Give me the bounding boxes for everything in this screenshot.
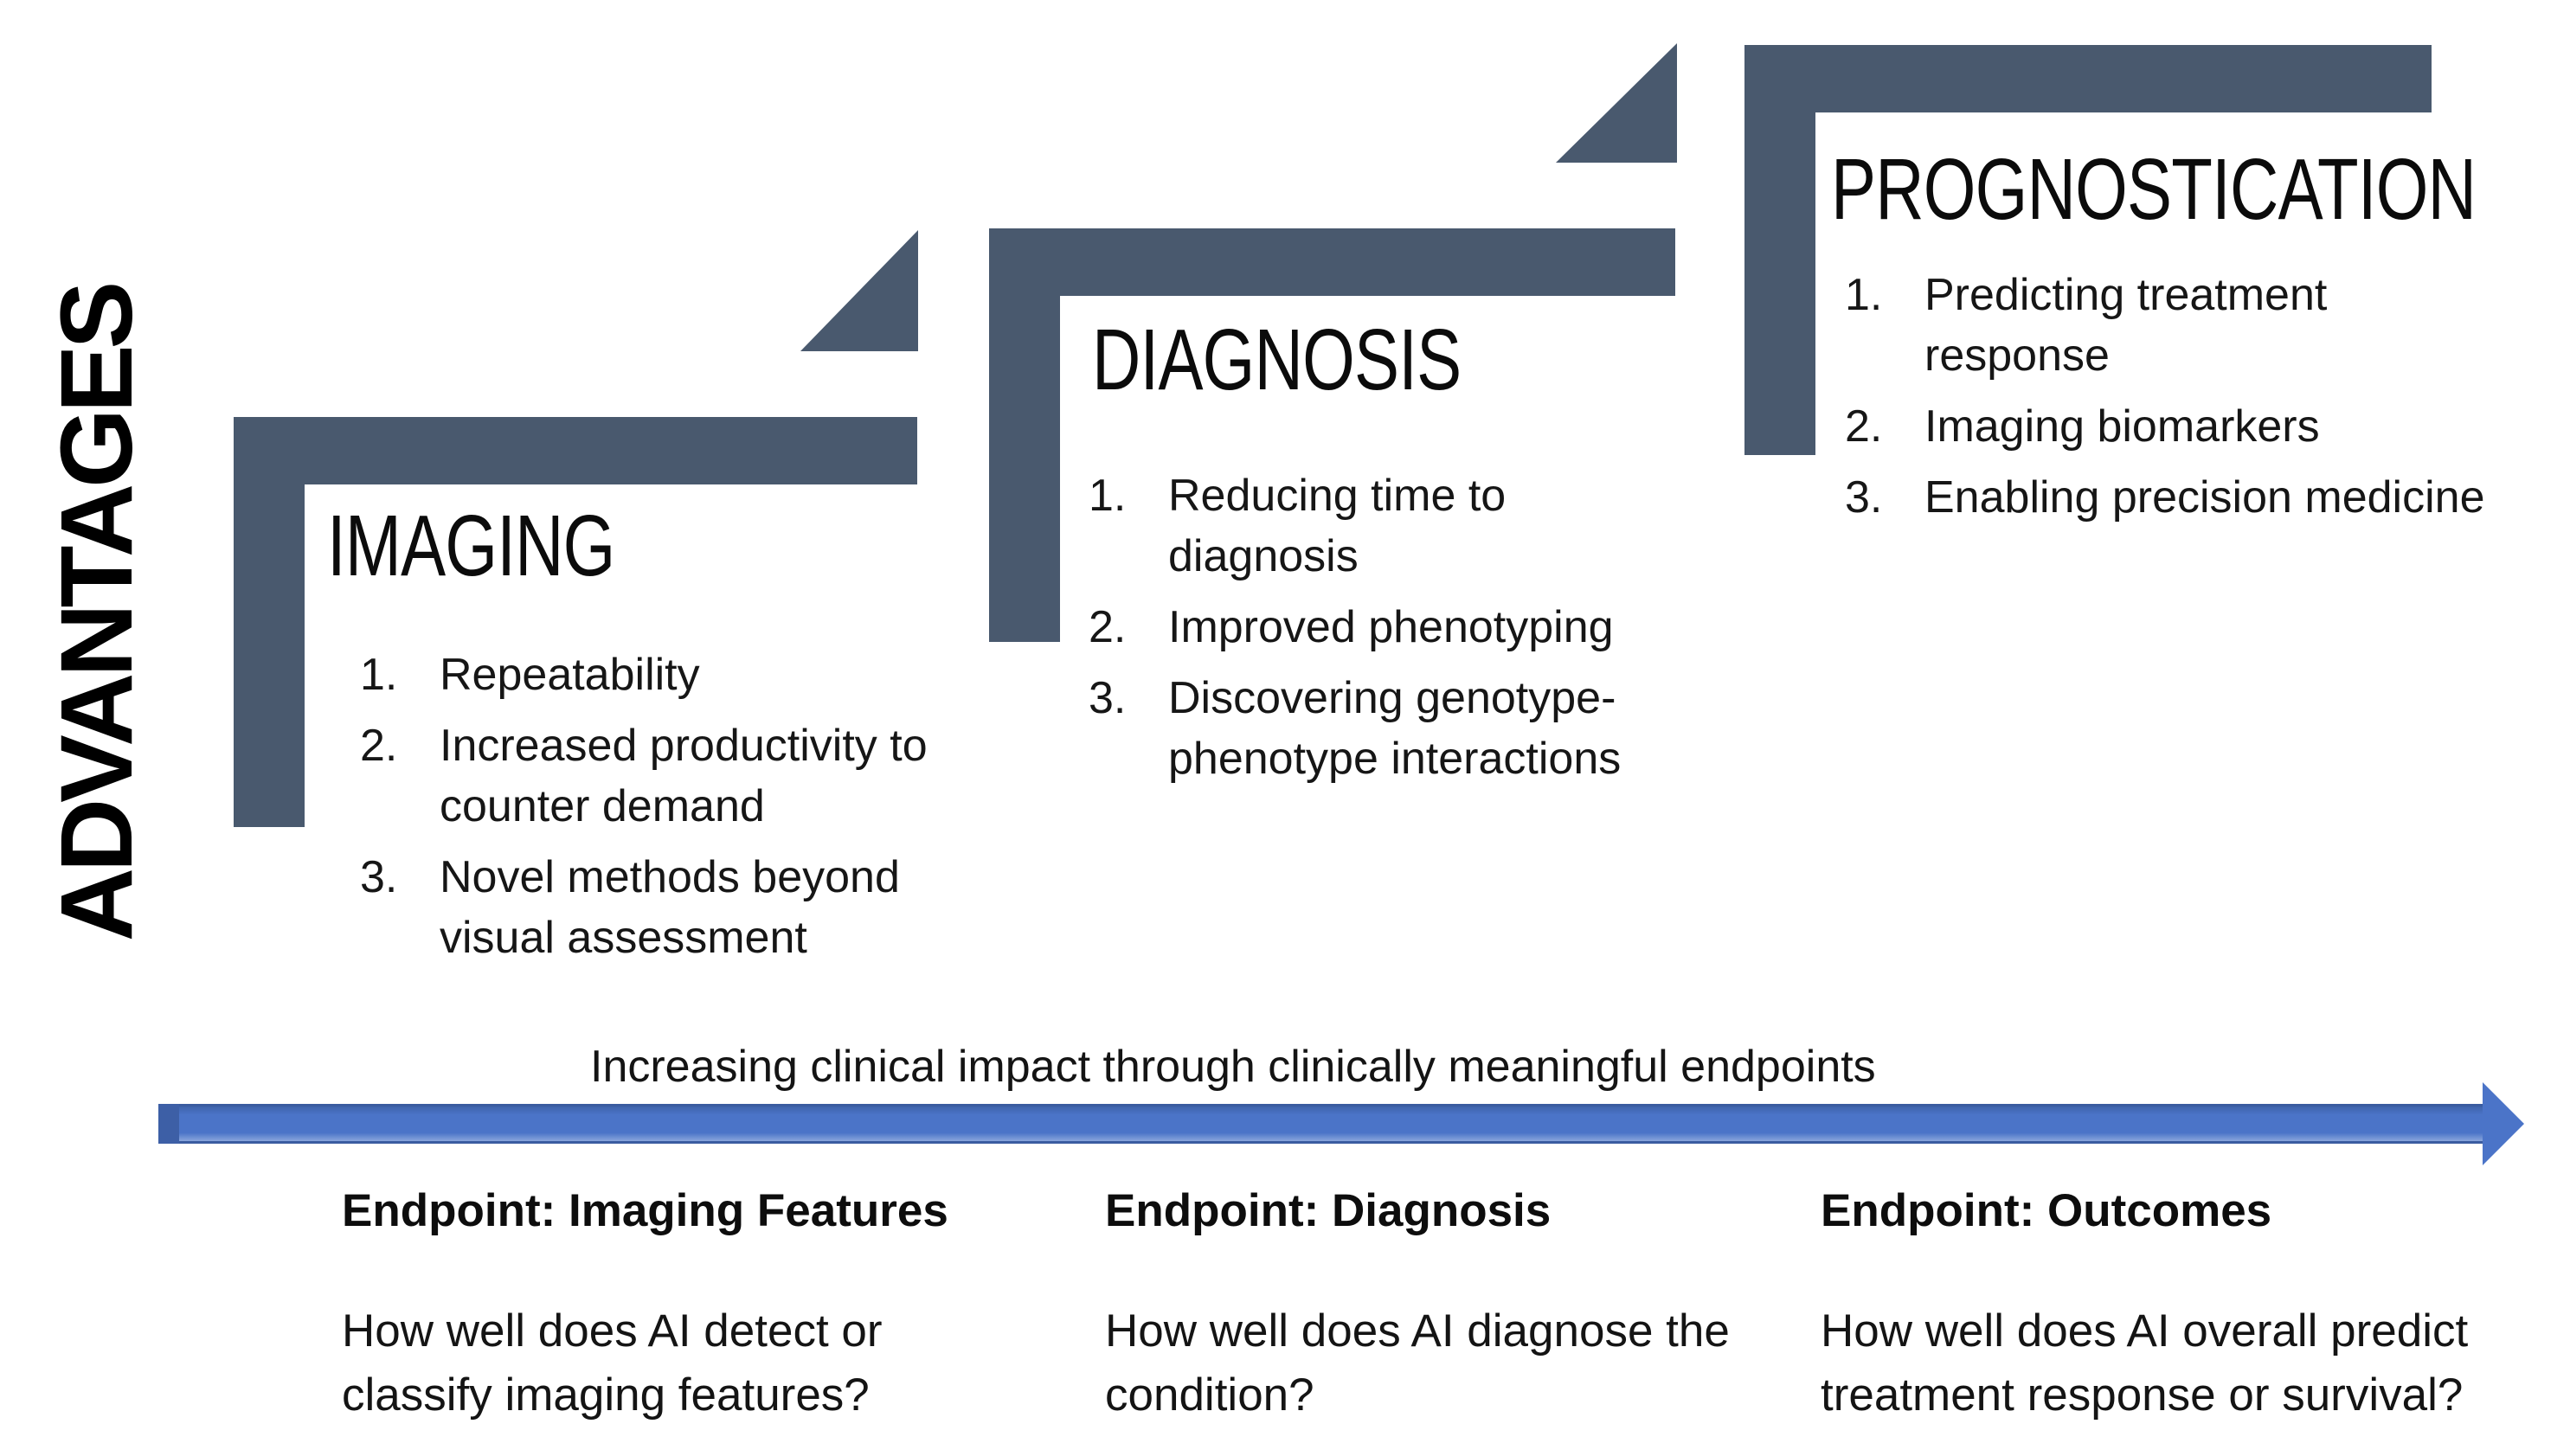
list-item: 3. Enabling precision medicine (1845, 467, 2563, 528)
list-item: 1. Predicting treatment response (1845, 265, 2563, 386)
endpoint-label-imaging-features: Endpoint: Imaging Features (342, 1185, 948, 1236)
list-item-number: 2. (360, 721, 398, 771)
advantages-axis-label: ADVANTAGES (40, 285, 154, 942)
diagnosis-list: 1. Reducing time to diagnosis 2. Improve… (1089, 465, 1867, 799)
endpoint-question-imaging-features: How well does AI detect or classify imag… (342, 1305, 883, 1421)
arrow-caption: Increasing clinical impact through clini… (590, 1042, 1876, 1092)
list-item-number: 1. (360, 650, 398, 700)
staircase-triangle-icon (1556, 43, 1677, 163)
impact-arrow-start-cap (158, 1104, 179, 1144)
endpoint-question-diagnosis: How well does AI diagnose the condition? (1105, 1305, 1730, 1421)
list-item-number: 3. (360, 852, 398, 902)
list-item-text: Improved phenotyping (1168, 602, 1614, 652)
list-item-text: Novel methods beyond visual assessment (440, 852, 900, 963)
imaging-step-vertical-bar (234, 417, 305, 827)
list-item: 2. Increased productivity to counter dem… (360, 715, 1139, 837)
list-item: 2. Imaging biomarkers (1845, 396, 2563, 457)
endpoint-question-outcomes: How well does AI overall predict treatme… (1821, 1305, 2469, 1421)
diagnosis-step-vertical-bar (989, 228, 1060, 642)
list-item: 3. Discovering genotype- phenotype inter… (1089, 668, 1867, 789)
list-item-text: Repeatability (440, 650, 700, 700)
impact-arrow-shaft (158, 1104, 2486, 1144)
prognostication-step-horizontal-bar (1744, 45, 2432, 112)
list-item-text: Discovering genotype- phenotype interact… (1168, 673, 1622, 784)
imaging-title: IMAGING (327, 497, 615, 594)
list-item-number: 3. (1845, 472, 1883, 523)
imaging-list: 1. Repeatability 2. Increased productivi… (360, 645, 1139, 978)
impact-arrow-head-icon (2483, 1082, 2524, 1165)
list-item-text: Imaging biomarkers (1924, 401, 2320, 452)
list-item: 2. Improved phenotyping (1089, 597, 1867, 657)
prognostication-list: 1. Predicting treatment response 2. Imag… (1845, 265, 2563, 538)
list-item-text: Reducing time to diagnosis (1168, 471, 1507, 581)
list-item: 1. Repeatability (360, 645, 1139, 705)
diagnosis-step-horizontal-bar (989, 228, 1675, 296)
staircase-triangle-icon (800, 230, 918, 351)
prognostication-title: PROGNOSTICATION (1831, 141, 2477, 238)
list-item-text: Increased productivity to counter demand (440, 721, 928, 831)
diagnosis-title: DIAGNOSIS (1092, 311, 1462, 408)
list-item-number: 1. (1845, 270, 1883, 320)
endpoint-label-diagnosis: Endpoint: Diagnosis (1105, 1185, 1552, 1236)
list-item-text: Predicting treatment response (1924, 270, 2328, 381)
endpoint-label-outcomes: Endpoint: Outcomes (1821, 1185, 2272, 1236)
list-item-number: 1. (1089, 471, 1127, 521)
list-item-number: 3. (1089, 673, 1127, 723)
list-item: 3. Novel methods beyond visual assessmen… (360, 847, 1139, 968)
list-item: 1. Reducing time to diagnosis (1089, 465, 1867, 587)
prognostication-step-vertical-bar (1744, 45, 1815, 455)
list-item-text: Enabling precision medicine (1924, 472, 2485, 523)
imaging-step-horizontal-bar (234, 417, 917, 484)
list-item-number: 2. (1845, 401, 1883, 452)
list-item-number: 2. (1089, 602, 1127, 652)
